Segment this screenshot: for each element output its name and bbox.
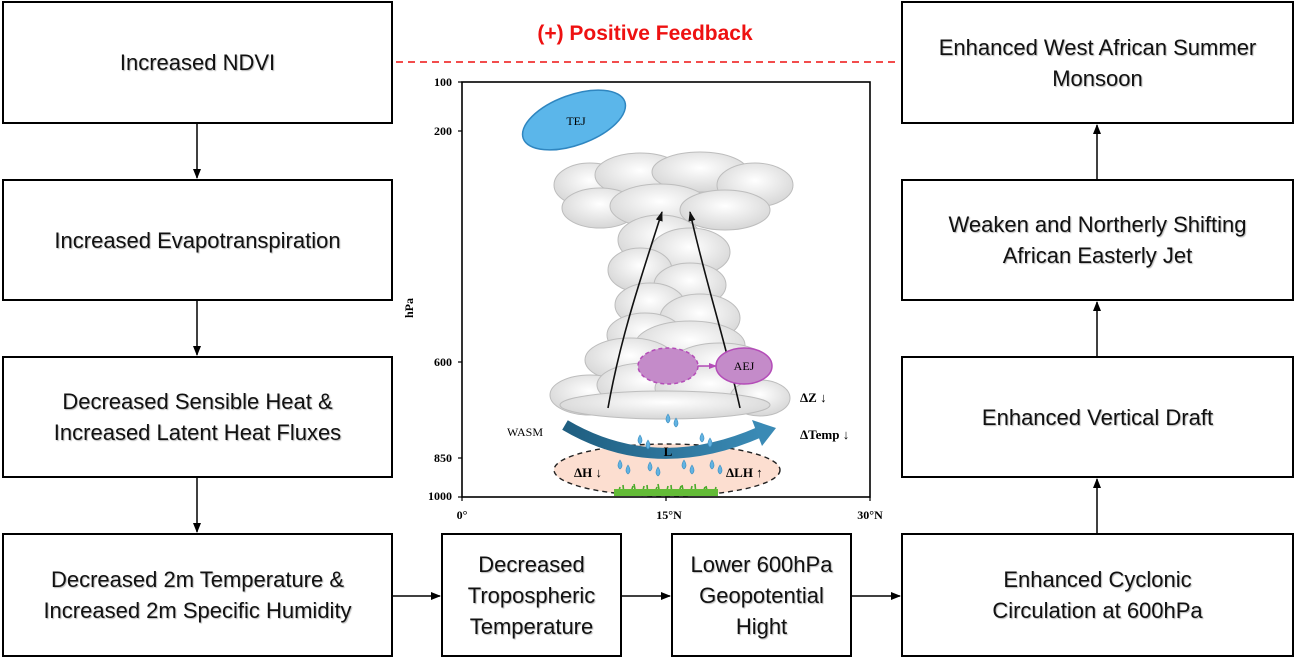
y-tick-1000: 1000 (428, 489, 452, 503)
low-pressure-label: L (664, 444, 673, 459)
wasm-label: WASM (507, 425, 543, 439)
tej-label: TEJ (566, 114, 586, 128)
wasm-arrow-head (752, 420, 776, 446)
y-axis-label: hPa (402, 298, 416, 318)
box-vertical-draft: Enhanced Vertical Draft (901, 356, 1294, 478)
x-tick-0: 0° (457, 508, 468, 522)
box-increased-evapotranspiration: Increased Evapotranspiration (2, 179, 393, 301)
aej-old-ellipse (637, 347, 699, 385)
box-increased-ndvi: Increased NDVI (2, 1, 393, 124)
delta-h-label: ΔH ↓ (574, 465, 602, 480)
delta-z-label: ΔZ ↓ (800, 390, 827, 405)
box-aej-shift: Weaken and Northerly Shifting African Ea… (901, 179, 1294, 301)
y-tick-850: 850 (434, 451, 452, 465)
y-tick-100: 100 (434, 75, 452, 89)
aej-label: AEJ (734, 359, 755, 373)
box-cyclonic-circulation: Enhanced Cyclonic Circulation at 600hPa (901, 533, 1294, 657)
x-tick-30n: 30°N (857, 508, 883, 522)
box-tropospheric-temperature: Decreased Tropospheric Temperature (441, 533, 622, 657)
box-temperature-humidity: Decreased 2m Temperature & Increased 2m … (2, 533, 393, 657)
y-tick-600: 600 (434, 355, 452, 369)
schematic-figure: 100 200 600 850 1000 hPa 0° 15°N 30°N TE… (402, 75, 883, 522)
wasm-arrow (562, 420, 763, 459)
positive-feedback-label: (+) Positive Feedback (537, 22, 753, 45)
grass-base (614, 489, 718, 496)
aej-ellipse (715, 347, 773, 385)
updraft-arrow-left (607, 211, 663, 409)
box-geopotential-height: Lower 600hPa Geopotential Hight (671, 533, 852, 657)
y-tick-200: 200 (434, 124, 452, 138)
box-enhanced-monsoon: Enhanced West African Summer Monsoon (901, 1, 1294, 124)
delta-lh-label: ΔLH ↑ (726, 465, 763, 480)
tej-ellipse (521, 89, 627, 151)
delta-temp-label: ΔTemp ↓ (800, 427, 849, 442)
x-tick-15n: 15°N (656, 508, 682, 522)
box-heat-fluxes: Decreased Sensible Heat & Increased Late… (2, 356, 393, 478)
rain-drops (617, 413, 723, 477)
